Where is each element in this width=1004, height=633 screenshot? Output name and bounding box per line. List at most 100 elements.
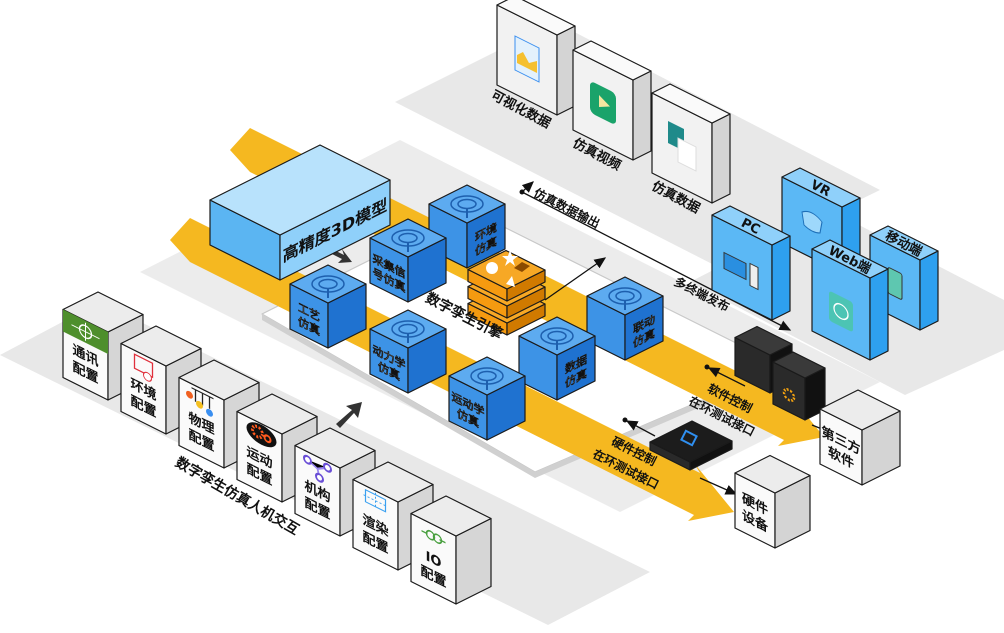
right-face (771, 235, 791, 321)
chart-icon (514, 35, 540, 83)
icon-shape (186, 390, 193, 399)
top-face (869, 225, 939, 261)
icon-shape (677, 137, 697, 172)
icon-shape (315, 472, 324, 483)
top-face (236, 393, 318, 435)
top-face (178, 359, 260, 401)
top-face (410, 495, 492, 537)
computer-icon (723, 251, 759, 291)
top-face (369, 218, 447, 258)
icon-shape (514, 262, 530, 272)
top-face (586, 276, 664, 316)
signal-icon (391, 320, 425, 343)
document-icon (668, 121, 697, 172)
top-face (289, 264, 367, 304)
right-face (556, 25, 576, 116)
icon-shape (506, 276, 515, 287)
flow-arrow-icon (332, 249, 352, 263)
right-face (632, 70, 652, 161)
signal-icon (391, 229, 425, 252)
icon-shape (206, 408, 213, 417)
icon-shape (363, 492, 388, 509)
icon-shape (486, 262, 498, 274)
right-face (869, 268, 889, 361)
icon-shape (425, 529, 436, 541)
top-face (496, 0, 576, 36)
top-face (772, 351, 826, 379)
globe-icon (829, 291, 853, 332)
signal-icon (470, 367, 504, 390)
face-content (801, 210, 823, 234)
icon-shape (829, 291, 853, 332)
output-box-1[interactable] (496, 0, 576, 116)
shapes-icon (486, 250, 530, 287)
physics-icon (186, 387, 214, 417)
gears-icon (246, 422, 277, 448)
terminal-2[interactable]: PC (711, 205, 791, 321)
top-face (781, 167, 861, 208)
play-icon (590, 82, 616, 124)
face-content (829, 291, 853, 332)
top-face (711, 205, 791, 246)
right-face (711, 113, 731, 204)
top-face (811, 239, 889, 279)
face-content (782, 388, 796, 402)
environment-icon (133, 353, 154, 382)
icon-shape (251, 424, 264, 440)
hardware-chip[interactable] (649, 420, 733, 471)
top-face (819, 389, 901, 431)
output-box-3[interactable] (651, 83, 731, 204)
face-content (668, 121, 697, 172)
top-face (448, 356, 526, 396)
chip-icon (680, 429, 698, 447)
engine-stack[interactable] (467, 249, 546, 336)
software-controller-2[interactable] (772, 351, 826, 421)
engine-output-line (544, 257, 607, 301)
face-content (514, 35, 540, 83)
line-dot (622, 417, 628, 423)
signal-icon (540, 327, 574, 350)
flow-arrow-icon (336, 402, 362, 428)
top-face (294, 427, 376, 469)
signal-icon (311, 275, 345, 298)
top-face (352, 461, 434, 503)
top-face (467, 249, 546, 290)
signal-icon (608, 287, 642, 310)
top-face (734, 454, 811, 494)
top-face (369, 309, 447, 349)
engine-layer (467, 249, 546, 302)
hil-output-line (699, 477, 738, 495)
gear-icon (782, 388, 796, 402)
face-content (723, 251, 759, 291)
output-box-2[interactable] (572, 40, 652, 161)
icon-shape (801, 210, 823, 234)
icon-shape (263, 434, 272, 444)
icon-shape (432, 533, 443, 545)
render-icon (363, 488, 388, 513)
top-face (428, 184, 506, 224)
top-face (518, 316, 596, 356)
top-face (651, 83, 731, 124)
top-face (209, 144, 391, 236)
model-3d-box: 高精度3D模型 (209, 144, 391, 281)
sil-input-line (707, 367, 746, 387)
icon-shape (323, 462, 332, 473)
right-face (919, 250, 939, 331)
icon-shape (71, 322, 100, 341)
hil-input-line (625, 420, 656, 437)
signal-icon (450, 195, 484, 218)
